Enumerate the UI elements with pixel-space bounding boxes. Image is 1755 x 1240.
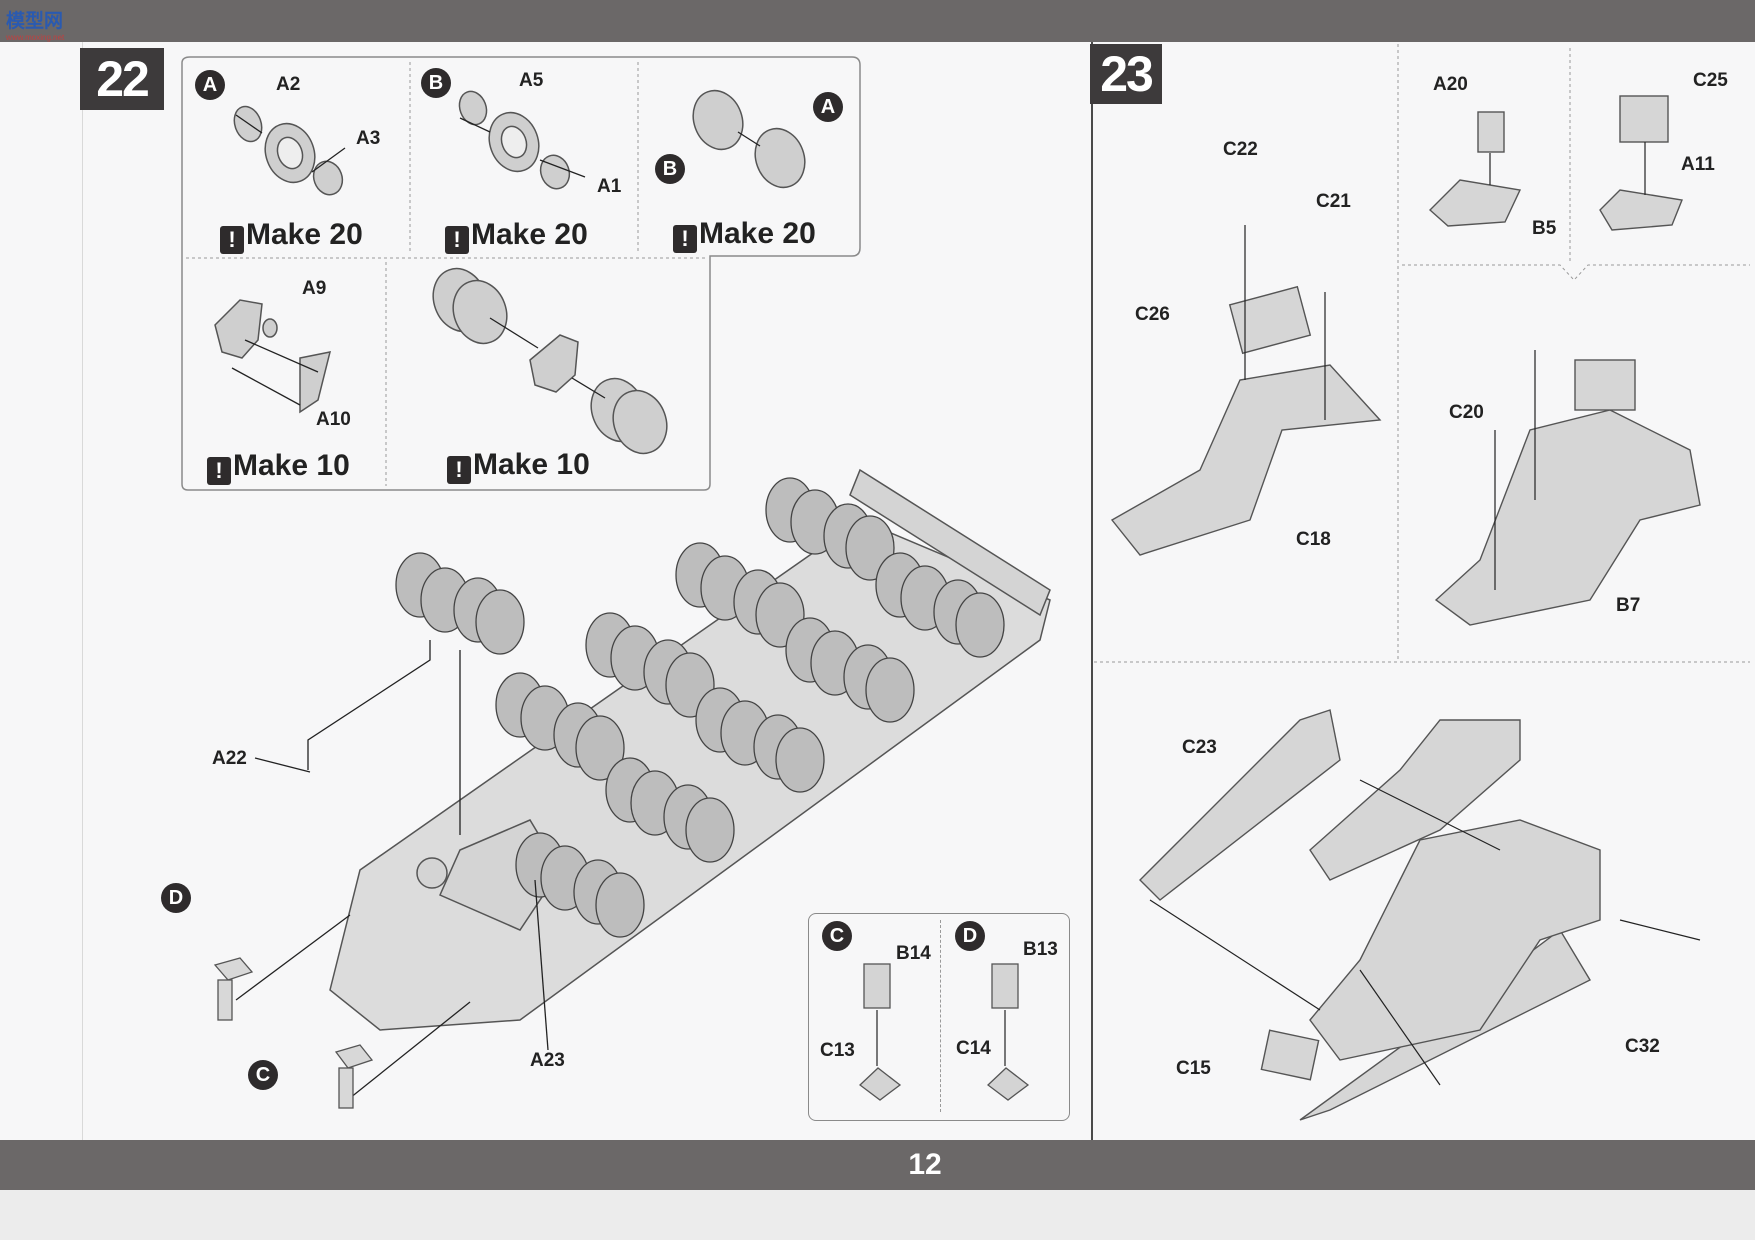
part-label: C20 — [1449, 402, 1484, 423]
step-23-number: 23 — [1090, 44, 1162, 104]
part-label: C23 — [1182, 737, 1217, 758]
detail-inset — [808, 913, 1070, 1121]
part-label: C18 — [1296, 529, 1331, 550]
badge-b: B — [655, 154, 685, 184]
make-quantity: !Make 20 — [220, 218, 363, 254]
part-label: A20 — [1433, 74, 1468, 95]
part-label: A1 — [597, 176, 622, 197]
part-label: A10 — [316, 409, 351, 430]
part-label: A11 — [1681, 154, 1715, 175]
page-number: 12 — [908, 1148, 942, 1181]
callout-d: D — [161, 883, 191, 913]
part-label: A5 — [519, 70, 544, 91]
scan-margin — [0, 1190, 1755, 1240]
part-label: A9 — [302, 278, 327, 299]
part-label: A23 — [530, 1050, 565, 1071]
part-label: A3 — [356, 128, 381, 149]
top-bar — [0, 0, 1755, 42]
page-spine — [82, 42, 83, 1140]
step-divider — [1091, 42, 1093, 1140]
inset-separator — [940, 920, 941, 1112]
part-label: B7 — [1616, 595, 1641, 616]
make-quantity: !Make 10 — [207, 449, 350, 485]
make-quantity: !Make 20 — [673, 217, 816, 253]
callout-c: C — [248, 1060, 278, 1090]
badge-b: B — [421, 68, 451, 98]
part-label: C21 — [1316, 191, 1351, 212]
part-label: C25 — [1693, 70, 1728, 91]
part-label: A2 — [276, 74, 301, 95]
make-quantity: !Make 20 — [445, 218, 588, 254]
part-label: C22 — [1223, 139, 1258, 160]
step-22-number: 22 — [80, 48, 164, 110]
part-label: B5 — [1532, 218, 1557, 239]
part-label: A22 — [212, 748, 247, 769]
part-label: C15 — [1176, 1058, 1211, 1079]
badge-c: C — [822, 921, 852, 951]
part-label: C14 — [956, 1038, 991, 1059]
badge-d: D — [955, 921, 985, 951]
part-label: B14 — [896, 943, 931, 964]
badge-a: A — [195, 70, 225, 100]
part-label: C32 — [1625, 1036, 1660, 1057]
make-quantity: !Make 10 — [447, 448, 590, 484]
part-label: B13 — [1023, 939, 1058, 960]
badge-a: A — [813, 92, 843, 122]
bottom-bar — [0, 1140, 1755, 1190]
part-label: C13 — [820, 1040, 855, 1061]
part-label: C26 — [1135, 304, 1170, 325]
